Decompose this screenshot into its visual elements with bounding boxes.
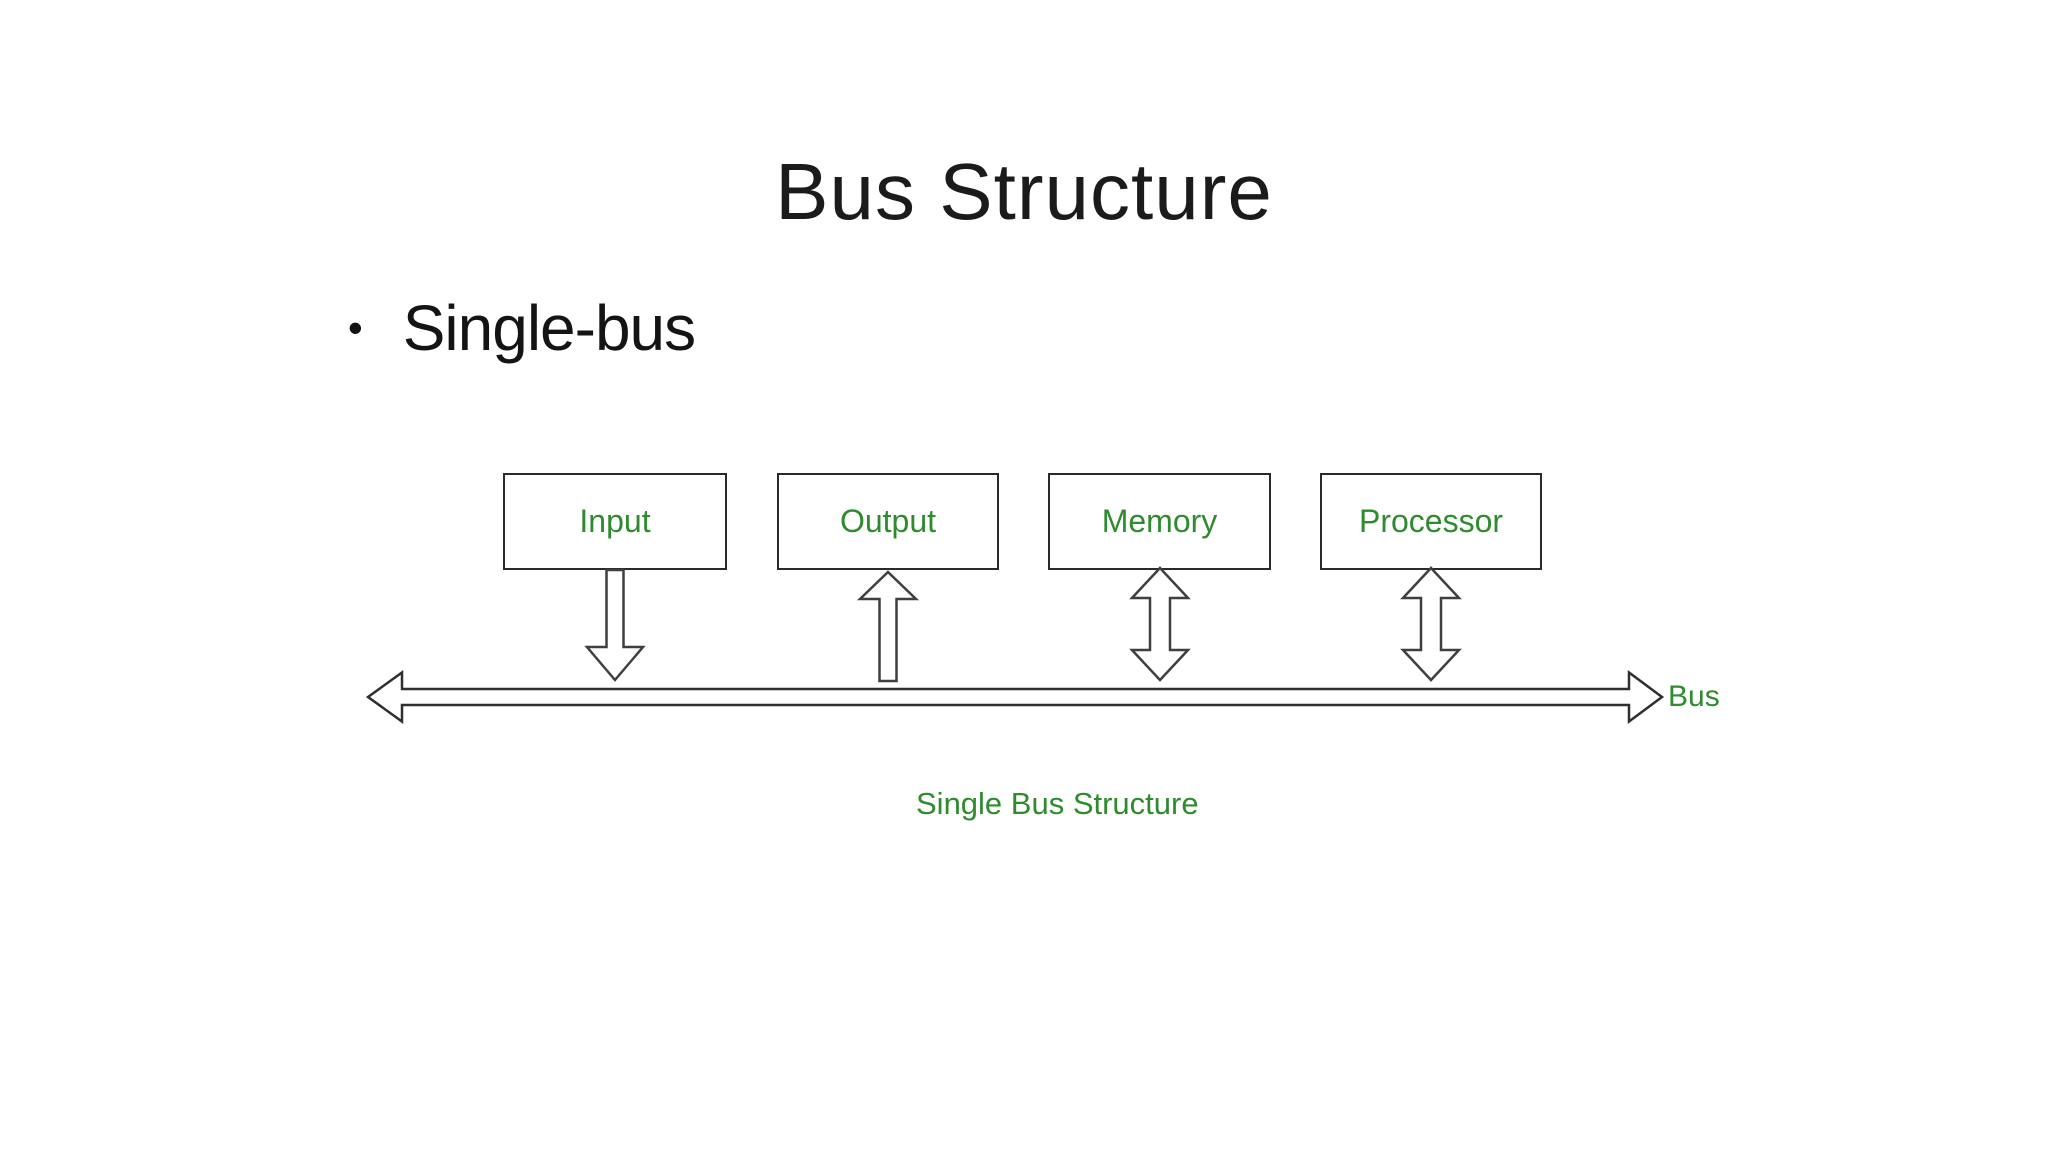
slide-title: Bus Structure [775, 147, 1273, 236]
memory-bidirectional-arrow-icon [1129, 566, 1191, 682]
bullet-dot: • [348, 304, 363, 352]
box-label-memory: Memory [1101, 503, 1218, 539]
diagram-caption: Single Bus Structure [916, 786, 1199, 821]
bus-arrow-icon [365, 670, 1665, 724]
output-up-arrow-icon [856, 570, 920, 683]
diagram-box-output: Output [777, 473, 999, 570]
bullet-text: Single-bus [402, 292, 696, 364]
diagram-box-input: Input [503, 473, 727, 570]
input-down-arrow-icon [584, 568, 646, 682]
box-label-processor: Processor [1358, 503, 1504, 539]
box-label-output: Output [839, 503, 937, 539]
bullet-item: • Single-bus [348, 290, 696, 367]
bus-label: Bus [1668, 680, 1720, 713]
processor-bidirectional-arrow-icon [1400, 566, 1462, 682]
box-label-input: Input [579, 503, 651, 539]
